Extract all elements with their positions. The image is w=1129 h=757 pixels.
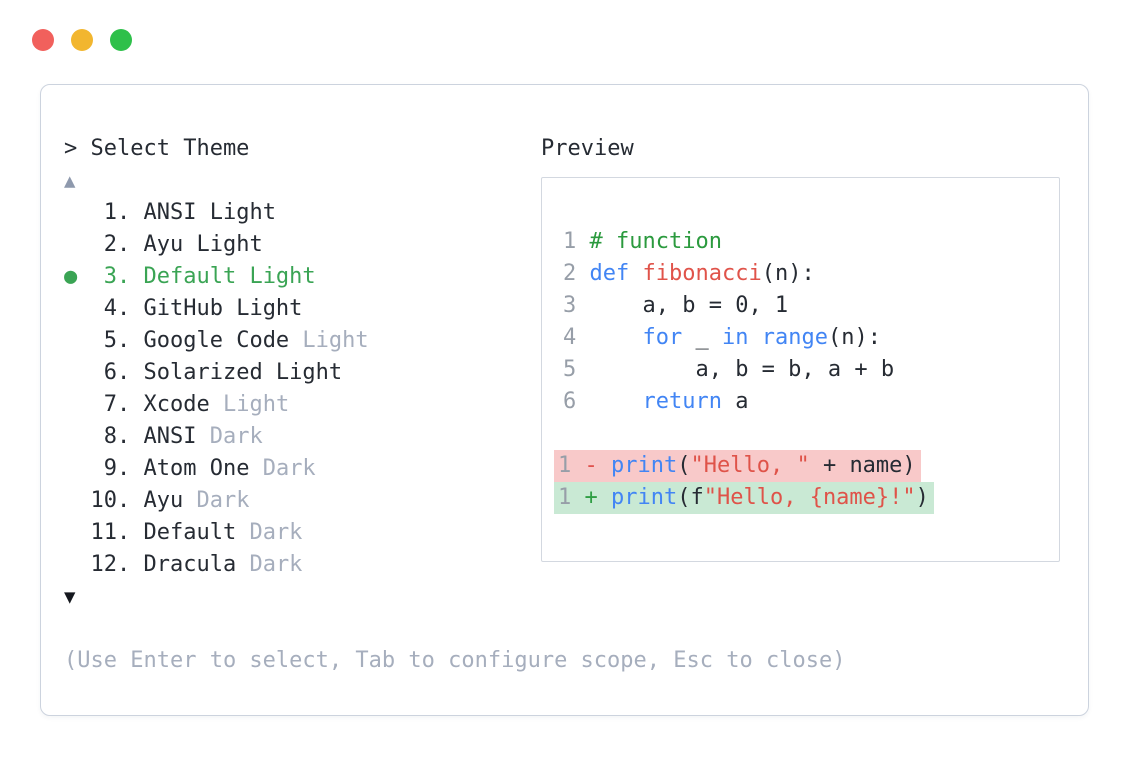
code-line: 2 def fibonacci(n): [563, 261, 815, 286]
theme-item[interactable]: 7. Xcode Light [64, 389, 541, 421]
marker-spacer [64, 200, 91, 225]
theme-list-column: ▲ 1. ANSI Light 2. Ayu Light ● 3. Default… [64, 165, 541, 613]
code-line [563, 418, 1045, 450]
diff-line-del: 1 - print("Hello, " + name) [554, 450, 1045, 482]
marker-spacer [64, 360, 91, 385]
preview-label: Preview [541, 136, 634, 161]
keyboard-hint: (Use Enter to select, Tab to configure s… [64, 648, 846, 673]
theme-list: 1. ANSI Light 2. Ayu Light ● 3. Default L… [64, 197, 541, 581]
marker-spacer [64, 520, 91, 545]
marker-spacer [64, 392, 91, 417]
marker-spacer [64, 296, 91, 321]
maximize-button[interactable] [110, 29, 132, 51]
diff-line-add: 1 + print(f"Hello, {name}!") [554, 482, 1045, 514]
body-row: ▲ 1. ANSI Light 2. Ayu Light ● 3. Default… [64, 165, 1060, 613]
select-theme-prompt: > Select Theme [64, 136, 250, 161]
theme-item[interactable]: 6. Solarized Light [64, 357, 541, 389]
theme-item[interactable]: 2. Ayu Light [64, 229, 541, 261]
header-row: > Select Theme Preview [64, 133, 1060, 165]
theme-item[interactable]: 10. Ayu Dark [64, 485, 541, 517]
theme-item[interactable]: ● 3. Default Light [64, 264, 316, 289]
marker-spacer [64, 424, 91, 449]
code-line: 3 a, b = 0, 1 [563, 293, 789, 318]
theme-picker-panel: > Select Theme Preview ▲ 1. ANSI Light 2… [40, 84, 1089, 716]
window-controls [32, 29, 132, 51]
theme-item[interactable]: 4. GitHub Light [64, 293, 541, 325]
marker-spacer [64, 552, 91, 577]
theme-item[interactable]: 9. Atom One Dark [64, 453, 541, 485]
marker-spacer [64, 232, 91, 257]
marker-spacer [64, 488, 91, 513]
theme-item[interactable]: 8. ANSI Dark [64, 421, 541, 453]
marker-spacer [64, 456, 91, 481]
code-line: 1 # function [563, 229, 722, 254]
theme-item[interactable]: 1. ANSI Light [64, 197, 541, 229]
theme-item[interactable]: 5. Google Code Light [64, 325, 541, 357]
code-preview-box: 1 # function 2 def fibonacci(n): 3 a, b = … [541, 177, 1060, 562]
code-line: 5 a, b = b, a + b [563, 357, 895, 382]
minimize-button[interactable] [71, 29, 93, 51]
scroll-down-icon[interactable]: ▼ [64, 586, 76, 608]
scroll-up-icon[interactable]: ▲ [64, 170, 76, 192]
close-button[interactable] [32, 29, 54, 51]
code-line: 4 for _ in range(n): [563, 325, 881, 350]
theme-item[interactable]: 12. Dracula Dark [64, 549, 541, 581]
selected-bullet-icon: ● [64, 264, 91, 289]
theme-item[interactable]: 11. Default Dark [64, 517, 541, 549]
marker-spacer [64, 328, 91, 353]
code-line: 6 return a [563, 389, 749, 414]
preview-column: 1 # function 2 def fibonacci(n): 3 a, b = … [541, 165, 1060, 562]
